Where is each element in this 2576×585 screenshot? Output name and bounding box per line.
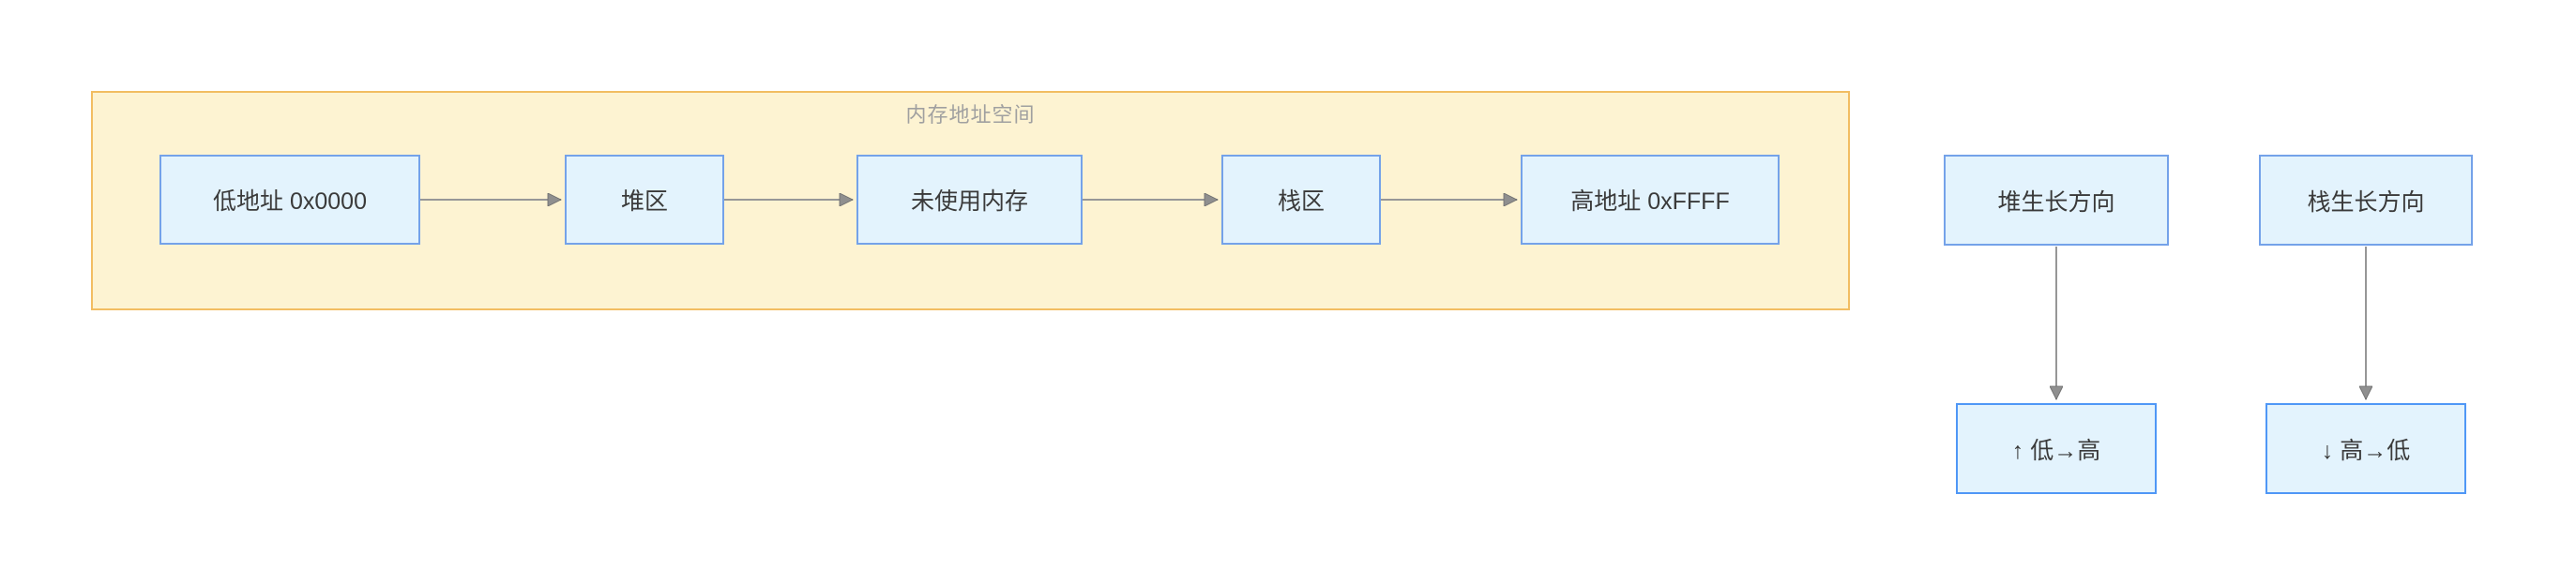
node-heap-growth-direction: 堆生长方向 — [1944, 155, 2169, 246]
node-high-address: 高地址 0xFFFF — [1521, 155, 1780, 245]
node-unused-memory: 未使用内存 — [856, 155, 1083, 245]
node-stack-area: 栈区 — [1221, 155, 1381, 245]
group-title: 内存地址空间 — [905, 103, 1036, 127]
node-stack-growth-direction: 栈生长方向 — [2259, 155, 2473, 246]
node-low-address: 低地址 0x0000 — [159, 155, 420, 245]
node-heap-area: 堆区 — [565, 155, 724, 245]
node-heap-growth-result: ↑ 低→高 — [1956, 403, 2157, 494]
node-stack-growth-result: ↓ 高→低 — [2265, 403, 2466, 494]
